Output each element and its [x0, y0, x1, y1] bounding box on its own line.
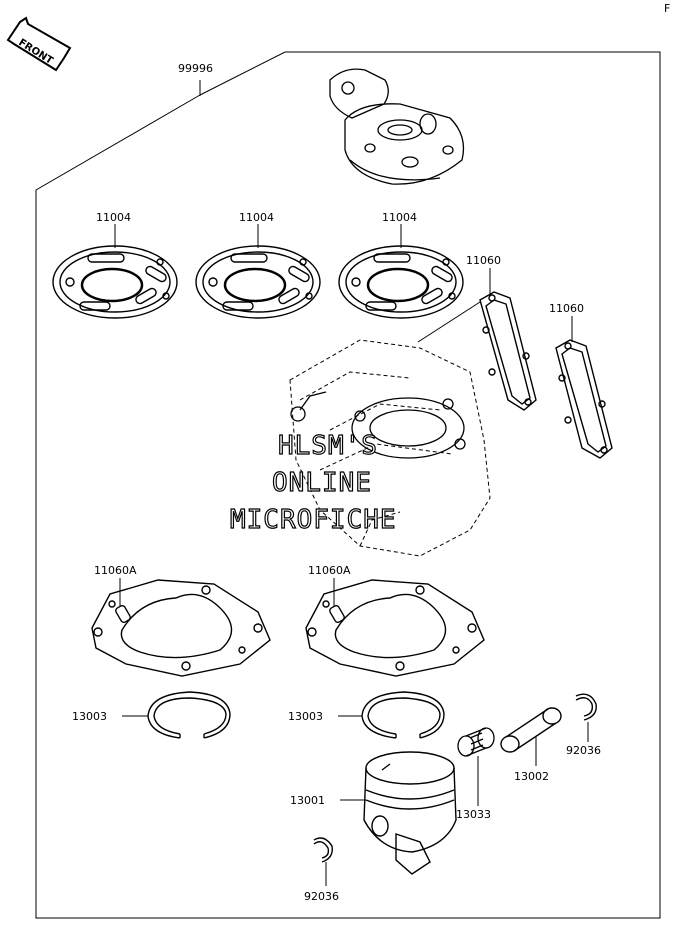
head-gasket-1: [52, 245, 178, 319]
label-11004-a: 11004: [96, 211, 131, 224]
needle-bearing: [457, 727, 495, 757]
label-92036-b: 92036: [304, 890, 339, 903]
head-gasket-2: [195, 245, 321, 319]
label-11060A-a: 11060A: [94, 564, 137, 577]
label-11004-c: 11004: [382, 211, 417, 224]
piston-ring-2: [361, 691, 445, 739]
cylinder-block: [289, 339, 491, 557]
label-11060-a: 11060: [466, 254, 501, 267]
label-11060-b: 11060: [549, 302, 584, 315]
label-92036-a: 92036: [566, 744, 601, 757]
base-gasket-1: [91, 579, 271, 677]
label-13003-a: 13003: [72, 710, 107, 723]
label-13001: 13001: [290, 794, 325, 807]
exhaust-gasket-1-pointer: [417, 301, 481, 343]
cylinder-bore: [290, 391, 466, 459]
watermark-line-2: ONLINE: [272, 468, 372, 498]
label-13003-b: 13003: [288, 710, 323, 723]
label-13002: 13002: [514, 770, 549, 783]
label-11060A-b: 11060A: [308, 564, 351, 577]
label-13033: 13033: [456, 808, 491, 821]
piston: [363, 751, 457, 875]
base-gasket-2: [305, 579, 485, 677]
watermark-line-3: MICROFICHE: [230, 505, 397, 535]
corner-mark: F: [664, 2, 670, 15]
piston-pin: [500, 707, 562, 753]
cylinder-head: [329, 68, 465, 185]
circlip-1: [575, 693, 597, 721]
head-gasket-3: [338, 245, 464, 319]
watermark-line-1: HLSM'S: [278, 431, 378, 461]
label-99996: 99996: [178, 62, 213, 75]
circlip-2: [313, 837, 333, 863]
label-11004-b: 11004: [239, 211, 274, 224]
kit-outline: [35, 51, 661, 919]
exhaust-gasket-2: [555, 339, 613, 459]
front-arrow-icon: FRONT: [6, 16, 72, 72]
exhaust-gasket-1: [479, 291, 537, 411]
piston-ring-1: [147, 691, 231, 739]
